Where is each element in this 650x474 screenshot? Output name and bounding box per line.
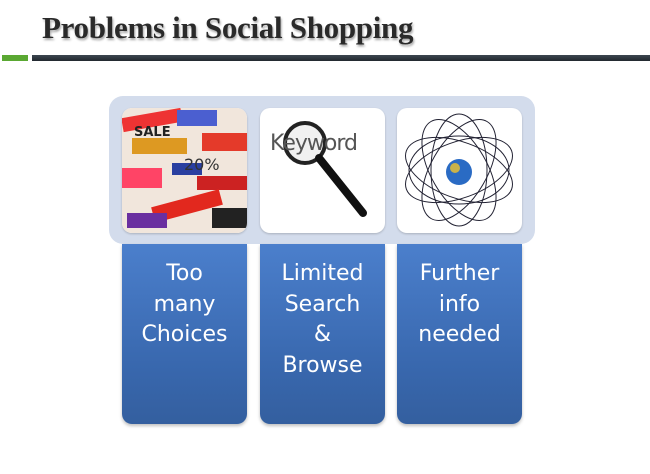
satellite-orbits-globe-image — [397, 108, 522, 233]
line: Limited — [281, 261, 364, 286]
title-divider — [32, 55, 650, 61]
line: needed — [418, 322, 501, 347]
sale-collage-image: SALE 20% — [122, 108, 247, 233]
line: Browse — [282, 352, 363, 378]
magnifying-glass-keyword-image: Keyword — [260, 108, 385, 233]
slide-title: Problems in Social Shopping — [42, 10, 414, 45]
line: Too — [166, 261, 203, 286]
line: Choices — [141, 322, 228, 347]
problem-further-info: Further info needed — [397, 244, 522, 424]
line: Further — [419, 261, 500, 286]
problem-too-many-choices: Too many Choices — [122, 244, 247, 424]
line: many — [153, 291, 216, 317]
line: & — [313, 322, 332, 347]
line: Search — [284, 291, 361, 317]
line: info — [438, 291, 481, 317]
svg-text:20%: 20% — [184, 155, 220, 174]
title-accent-bar — [2, 55, 28, 61]
sale-text: SALE — [134, 125, 171, 140]
keyword-text: Keyword — [270, 131, 357, 156]
problem-limited-search: Limited Search & Browse — [260, 244, 385, 424]
